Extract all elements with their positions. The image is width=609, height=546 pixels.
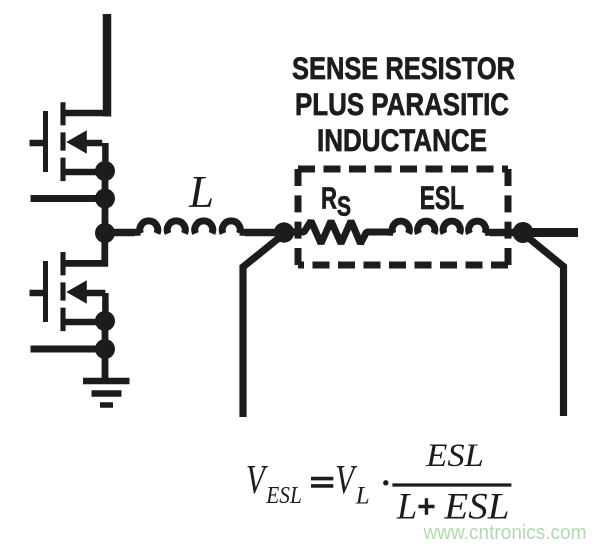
svg-text:ESL: ESL [425, 438, 484, 474]
svg-text:ESL: ESL [265, 483, 301, 509]
svg-text:INDUCTANCE: INDUCTANCE [317, 122, 487, 158]
svg-text:V: V [335, 456, 357, 502]
svg-text:R: R [321, 180, 337, 215]
svg-text:www.cntronics.com: www.cntronics.com [423, 522, 587, 544]
svg-text:SENSE RESISTOR: SENSE RESISTOR [292, 50, 515, 86]
svg-text:PLUS PARASITIC: PLUS PARASITIC [295, 86, 509, 122]
svg-text:L: L [355, 482, 370, 509]
svg-text:L: L [396, 486, 417, 527]
svg-text:ESL: ESL [443, 487, 509, 528]
svg-text:V: V [246, 456, 268, 502]
svg-text:ESL: ESL [420, 180, 464, 216]
svg-text:S: S [337, 190, 351, 221]
svg-text:L: L [188, 167, 214, 217]
